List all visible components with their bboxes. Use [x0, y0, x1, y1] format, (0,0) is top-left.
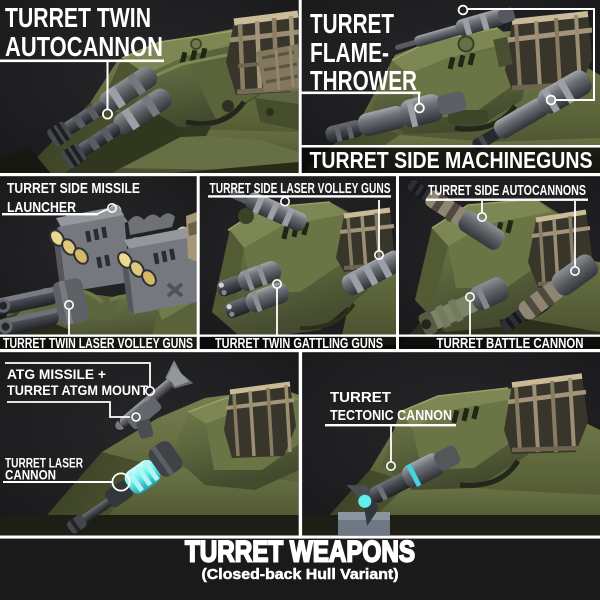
- svg-text:TECTONIC CANNON: TECTONIC CANNON: [330, 408, 452, 424]
- svg-text:TURRET SIDE AUTOCANNONS: TURRET SIDE AUTOCANNONS: [428, 182, 586, 199]
- svg-text:TURRET TWIN GATTLING GUNS: TURRET TWIN GATTLING GUNS: [215, 335, 383, 352]
- svg-text:TURRET WEAPONS: TURRET WEAPONS: [185, 536, 415, 569]
- svg-text:TURRET TWIN LASER VOLLEY GUNS: TURRET TWIN LASER VOLLEY GUNS: [3, 335, 193, 352]
- svg-text:TURRET SIDE MISSILE: TURRET SIDE MISSILE: [7, 180, 140, 197]
- svg-text:(Closed-back Hull Variant): (Closed-back Hull Variant): [202, 567, 399, 583]
- svg-text:TURRET LASER: TURRET LASER: [5, 456, 83, 471]
- svg-text:AUTOCANNON: AUTOCANNON: [5, 31, 163, 62]
- svg-text:TURRET: TURRET: [330, 390, 391, 406]
- svg-text:LAUNCHER: LAUNCHER: [7, 199, 76, 216]
- svg-text:CANNON: CANNON: [5, 468, 56, 483]
- svg-text:TURRET: TURRET: [310, 8, 394, 39]
- svg-text:FLAME-: FLAME-: [310, 37, 389, 68]
- svg-text:ATG MISSILE +: ATG MISSILE +: [7, 366, 106, 382]
- svg-text:TURRET BATTLE CANNON: TURRET BATTLE CANNON: [437, 335, 584, 352]
- svg-text:THROWER: THROWER: [310, 65, 417, 96]
- svg-text:TURRET ATGM MOUNT: TURRET ATGM MOUNT: [7, 382, 148, 398]
- svg-text:TURRET TWIN: TURRET TWIN: [5, 2, 151, 33]
- svg-text:TURRET SIDE MACHINEGUNS: TURRET SIDE MACHINEGUNS: [310, 147, 593, 173]
- svg-text:TURRET SIDE LASER VOLLEY GUNS: TURRET SIDE LASER VOLLEY GUNS: [210, 180, 391, 197]
